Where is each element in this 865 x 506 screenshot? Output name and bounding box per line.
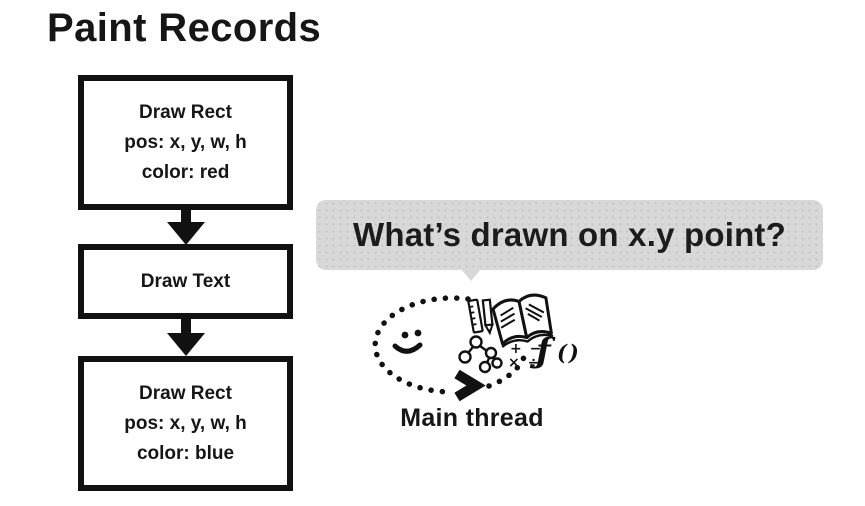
- speech-bubble: What’s drawn on x.y point?: [316, 200, 823, 270]
- flow-box-line: color: blue: [136, 442, 235, 464]
- smiley-face-icon: [392, 329, 423, 354]
- pencil-icon: [481, 298, 494, 336]
- math-symbols-row2: × ÷: [508, 355, 541, 371]
- dotted-loop-arc-right: [486, 354, 527, 389]
- math-symbols-row1: + −: [510, 341, 543, 357]
- flow-box-line: Draw Text: [140, 270, 231, 292]
- main-thread-doodle: + − × ÷ ƒ (): [372, 293, 581, 402]
- flow-box-line: color: red: [141, 161, 230, 183]
- flow-box-draw-text: Draw Text: [78, 244, 293, 319]
- flow-box-line: pos: x, y, w, h: [124, 131, 247, 153]
- tree-graph-icon: [458, 335, 503, 374]
- flow-box-draw-rect-blue: Draw Rect pos: x, y, w, h color: blue: [78, 356, 293, 491]
- arrow-head-icon: [167, 222, 205, 245]
- loop-arrow-icon: [454, 369, 486, 402]
- flow-box-line: Draw Rect: [139, 382, 232, 404]
- arrow-shaft: [181, 317, 191, 334]
- flow-box-line: pos: x, y, w, h: [124, 412, 247, 434]
- speech-bubble-tail: [461, 269, 481, 281]
- flow-box-draw-rect-red: Draw Rect pos: x, y, w, h color: red: [78, 75, 293, 210]
- arrow-head-icon: [167, 333, 205, 356]
- flow-box-line: Draw Rect: [139, 101, 232, 123]
- speech-bubble-text: What’s drawn on x.y point?: [353, 216, 786, 253]
- function-parens-icon: (): [557, 340, 581, 365]
- ruler-icon: [467, 298, 484, 334]
- arrow-shaft: [181, 208, 191, 224]
- page-title: Paint Records: [47, 6, 322, 50]
- main-thread-label: Main thread: [400, 404, 544, 432]
- book-icon: [491, 293, 554, 348]
